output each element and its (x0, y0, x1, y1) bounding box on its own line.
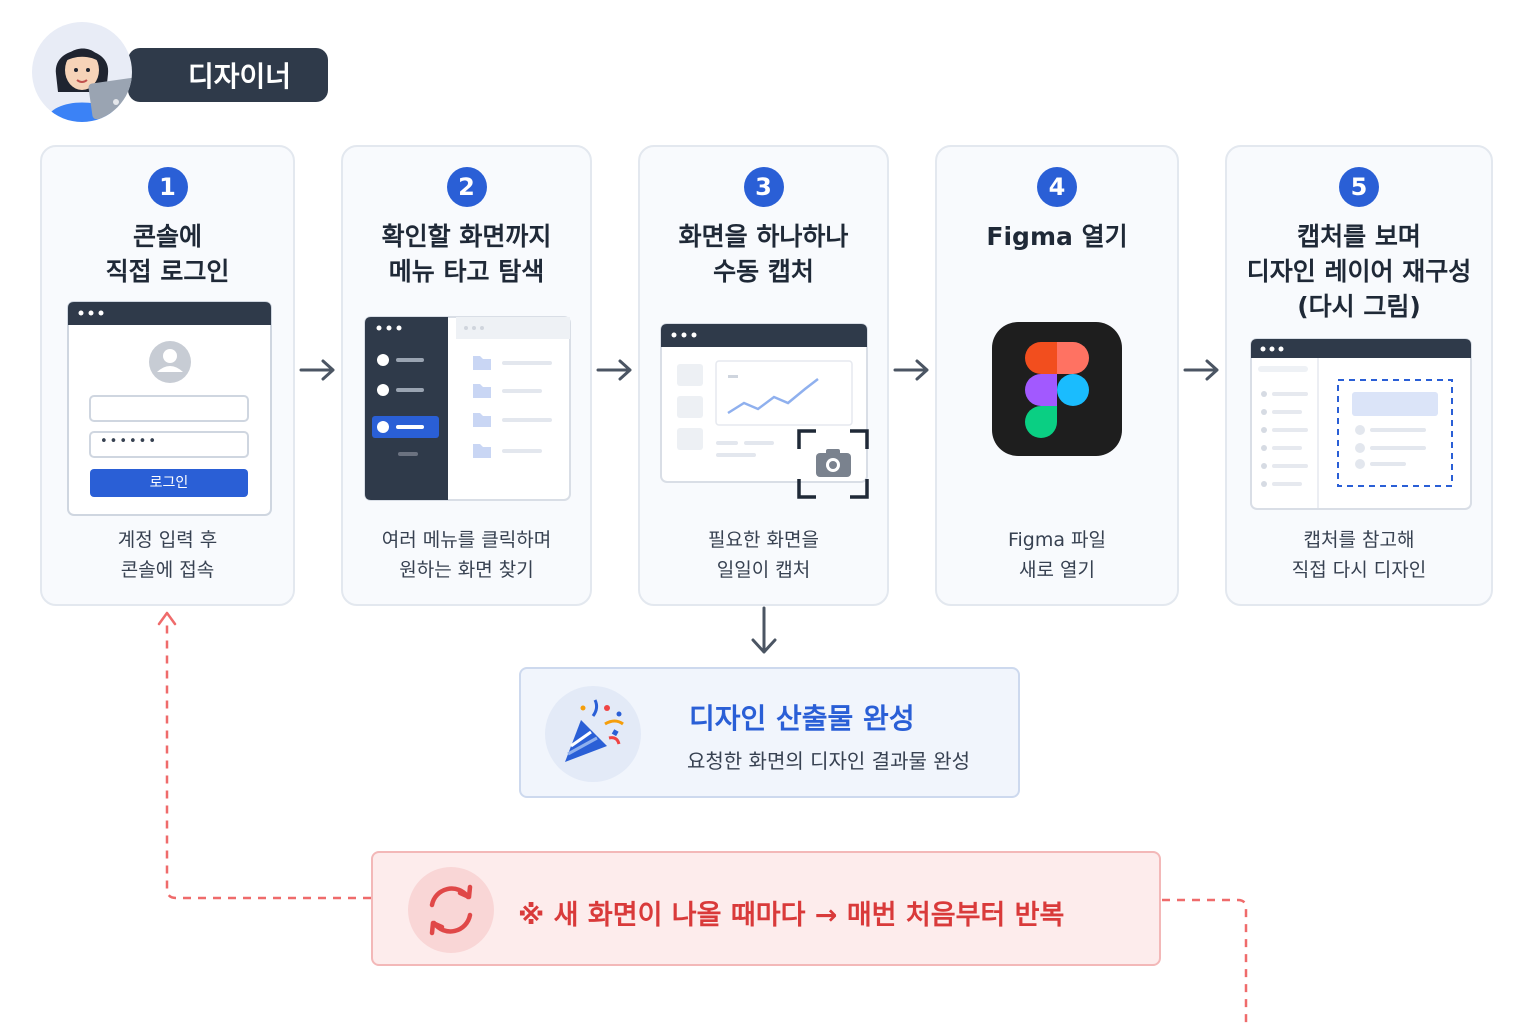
repeat-warning-box: ※ 새 화면이 나올 때마다 → 매번 처음부터 반복 (371, 851, 1161, 966)
step-badge-4: 4 (1037, 167, 1077, 207)
actor-header: 디자이너 (32, 22, 328, 122)
step-desc-4: Figma 파일 새로 열기 (1007, 529, 1107, 581)
refresh-icon (408, 867, 494, 953)
menu-navigation-illustration (364, 316, 572, 506)
arrow-down-icon (751, 606, 777, 654)
designer-avatar-icon (32, 22, 132, 122)
login-window-illustration: •••••• 로그인 (67, 301, 273, 521)
step-title-4: Figma 열기 (986, 222, 1128, 251)
step-badge-3: 3 (743, 167, 784, 207)
arrow-up-icon (157, 611, 177, 626)
step-badge-5: 5 (1339, 167, 1379, 207)
step-badge-1: 1 (147, 167, 188, 207)
step-desc-1: 계정 입력 후 콘솔에 접속 (117, 529, 218, 581)
party-popper-icon (545, 686, 641, 782)
arrow-right-icon (299, 359, 335, 381)
repeat-warning-text: ※ 새 화면이 나올 때마다 → 매번 처음부터 반복 (518, 900, 1065, 931)
arrow-right-icon (596, 359, 632, 381)
step-title-2: 확인할 화면까지 메뉴 타고 탐색 (381, 222, 552, 286)
step-desc-2: 여러 메뉴를 클릭하며 원하는 화면 찾기 (381, 529, 552, 581)
step-desc-3: 필요한 화면을 일일이 캡처 (708, 529, 819, 581)
step-badge-2: 2 (446, 167, 487, 207)
actor-label: 디자이너 (128, 48, 328, 102)
step-card-4: 4 Figma 열기 Figma 파일 새로 열기 (935, 145, 1179, 606)
step-title-1: 콘솔에 직접 로그인 (105, 222, 230, 286)
step-desc-5: 캡처를 참고해 직접 다시 디자인 (1291, 529, 1427, 581)
step-title-5: 캡처를 보며 디자인 레이어 재구성 (다시 그림) (1246, 222, 1472, 321)
step-card-1: 1 콘솔에 직접 로그인 •••••• 로그인 계정 입력 후 콘솔에 접속 (40, 145, 295, 606)
result-title: 디자인 산출물 완성 (689, 702, 915, 735)
step-card-3: 3 화면을 하나하나 수동 캡처 필요한 화면을 일일이 캡처 (638, 145, 889, 606)
screen-capture-illustration (660, 323, 872, 507)
arrow-right-icon (1183, 359, 1219, 381)
step-card-5: 5 캡처를 보며 디자인 레이어 재구성 (다시 그림) 캡처를 참고해 직접 … (1225, 145, 1493, 606)
result-box: 디자인 산출물 완성 요청한 화면의 디자인 결과물 완성 (519, 667, 1020, 798)
step-card-2: 2 확인할 화면까지 메뉴 타고 탐색 여러 메뉴를 클릭하며 원하는 화면 찾… (341, 145, 592, 606)
step-title-3: 화면을 하나하나 수동 캡처 (678, 222, 849, 286)
figma-logo-icon (992, 322, 1122, 460)
password-mask: •••••• (100, 434, 159, 449)
loop-line-right (1162, 898, 1248, 1024)
loop-line-left (165, 622, 371, 900)
login-button: 로그인 (149, 475, 189, 491)
design-layer-illustration (1250, 338, 1474, 516)
arrow-right-icon (893, 359, 929, 381)
result-subtitle: 요청한 화면의 디자인 결과물 완성 (687, 749, 971, 773)
